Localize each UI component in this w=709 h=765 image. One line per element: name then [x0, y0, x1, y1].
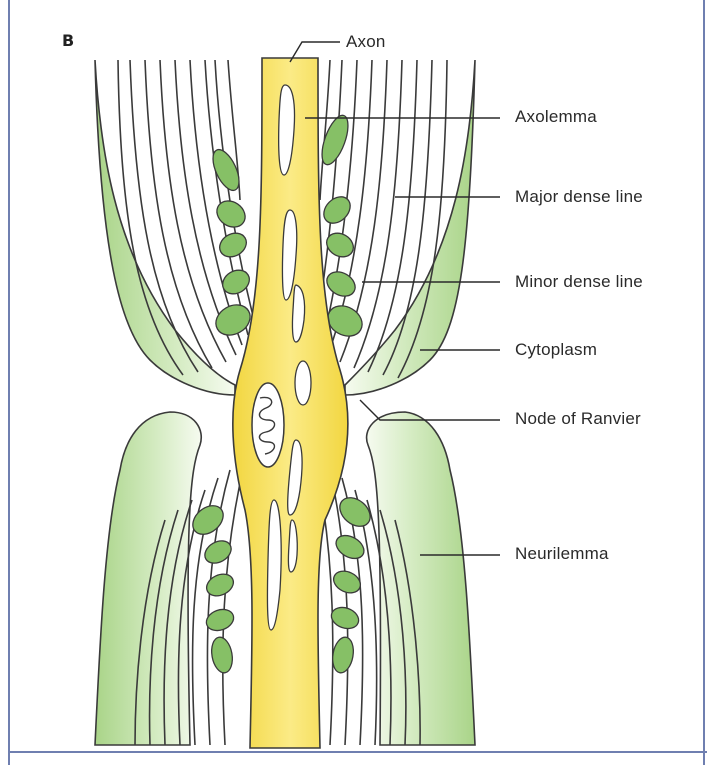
left-lower-cytoplasm-pockets — [187, 500, 237, 675]
panel-letter: B — [62, 31, 74, 50]
label-axon: Axon — [346, 32, 386, 52]
label-cytoplasm: Cytoplasm — [515, 340, 597, 360]
label-minor-dense-line: Minor dense line — [515, 272, 643, 292]
label-axolemma: Axolemma — [515, 107, 597, 127]
label-major-dense-line: Major dense line — [515, 187, 643, 207]
label-node-of-ranvier: Node of Ranvier — [515, 409, 641, 429]
label-neurilemma: Neurilemma — [515, 544, 609, 564]
right-lower-cytoplasm-pockets — [328, 492, 375, 675]
right-upper-myelin-sheath — [315, 60, 475, 395]
left-upper-cytoplasm-pockets — [208, 146, 256, 341]
mitochondrion — [252, 383, 284, 467]
